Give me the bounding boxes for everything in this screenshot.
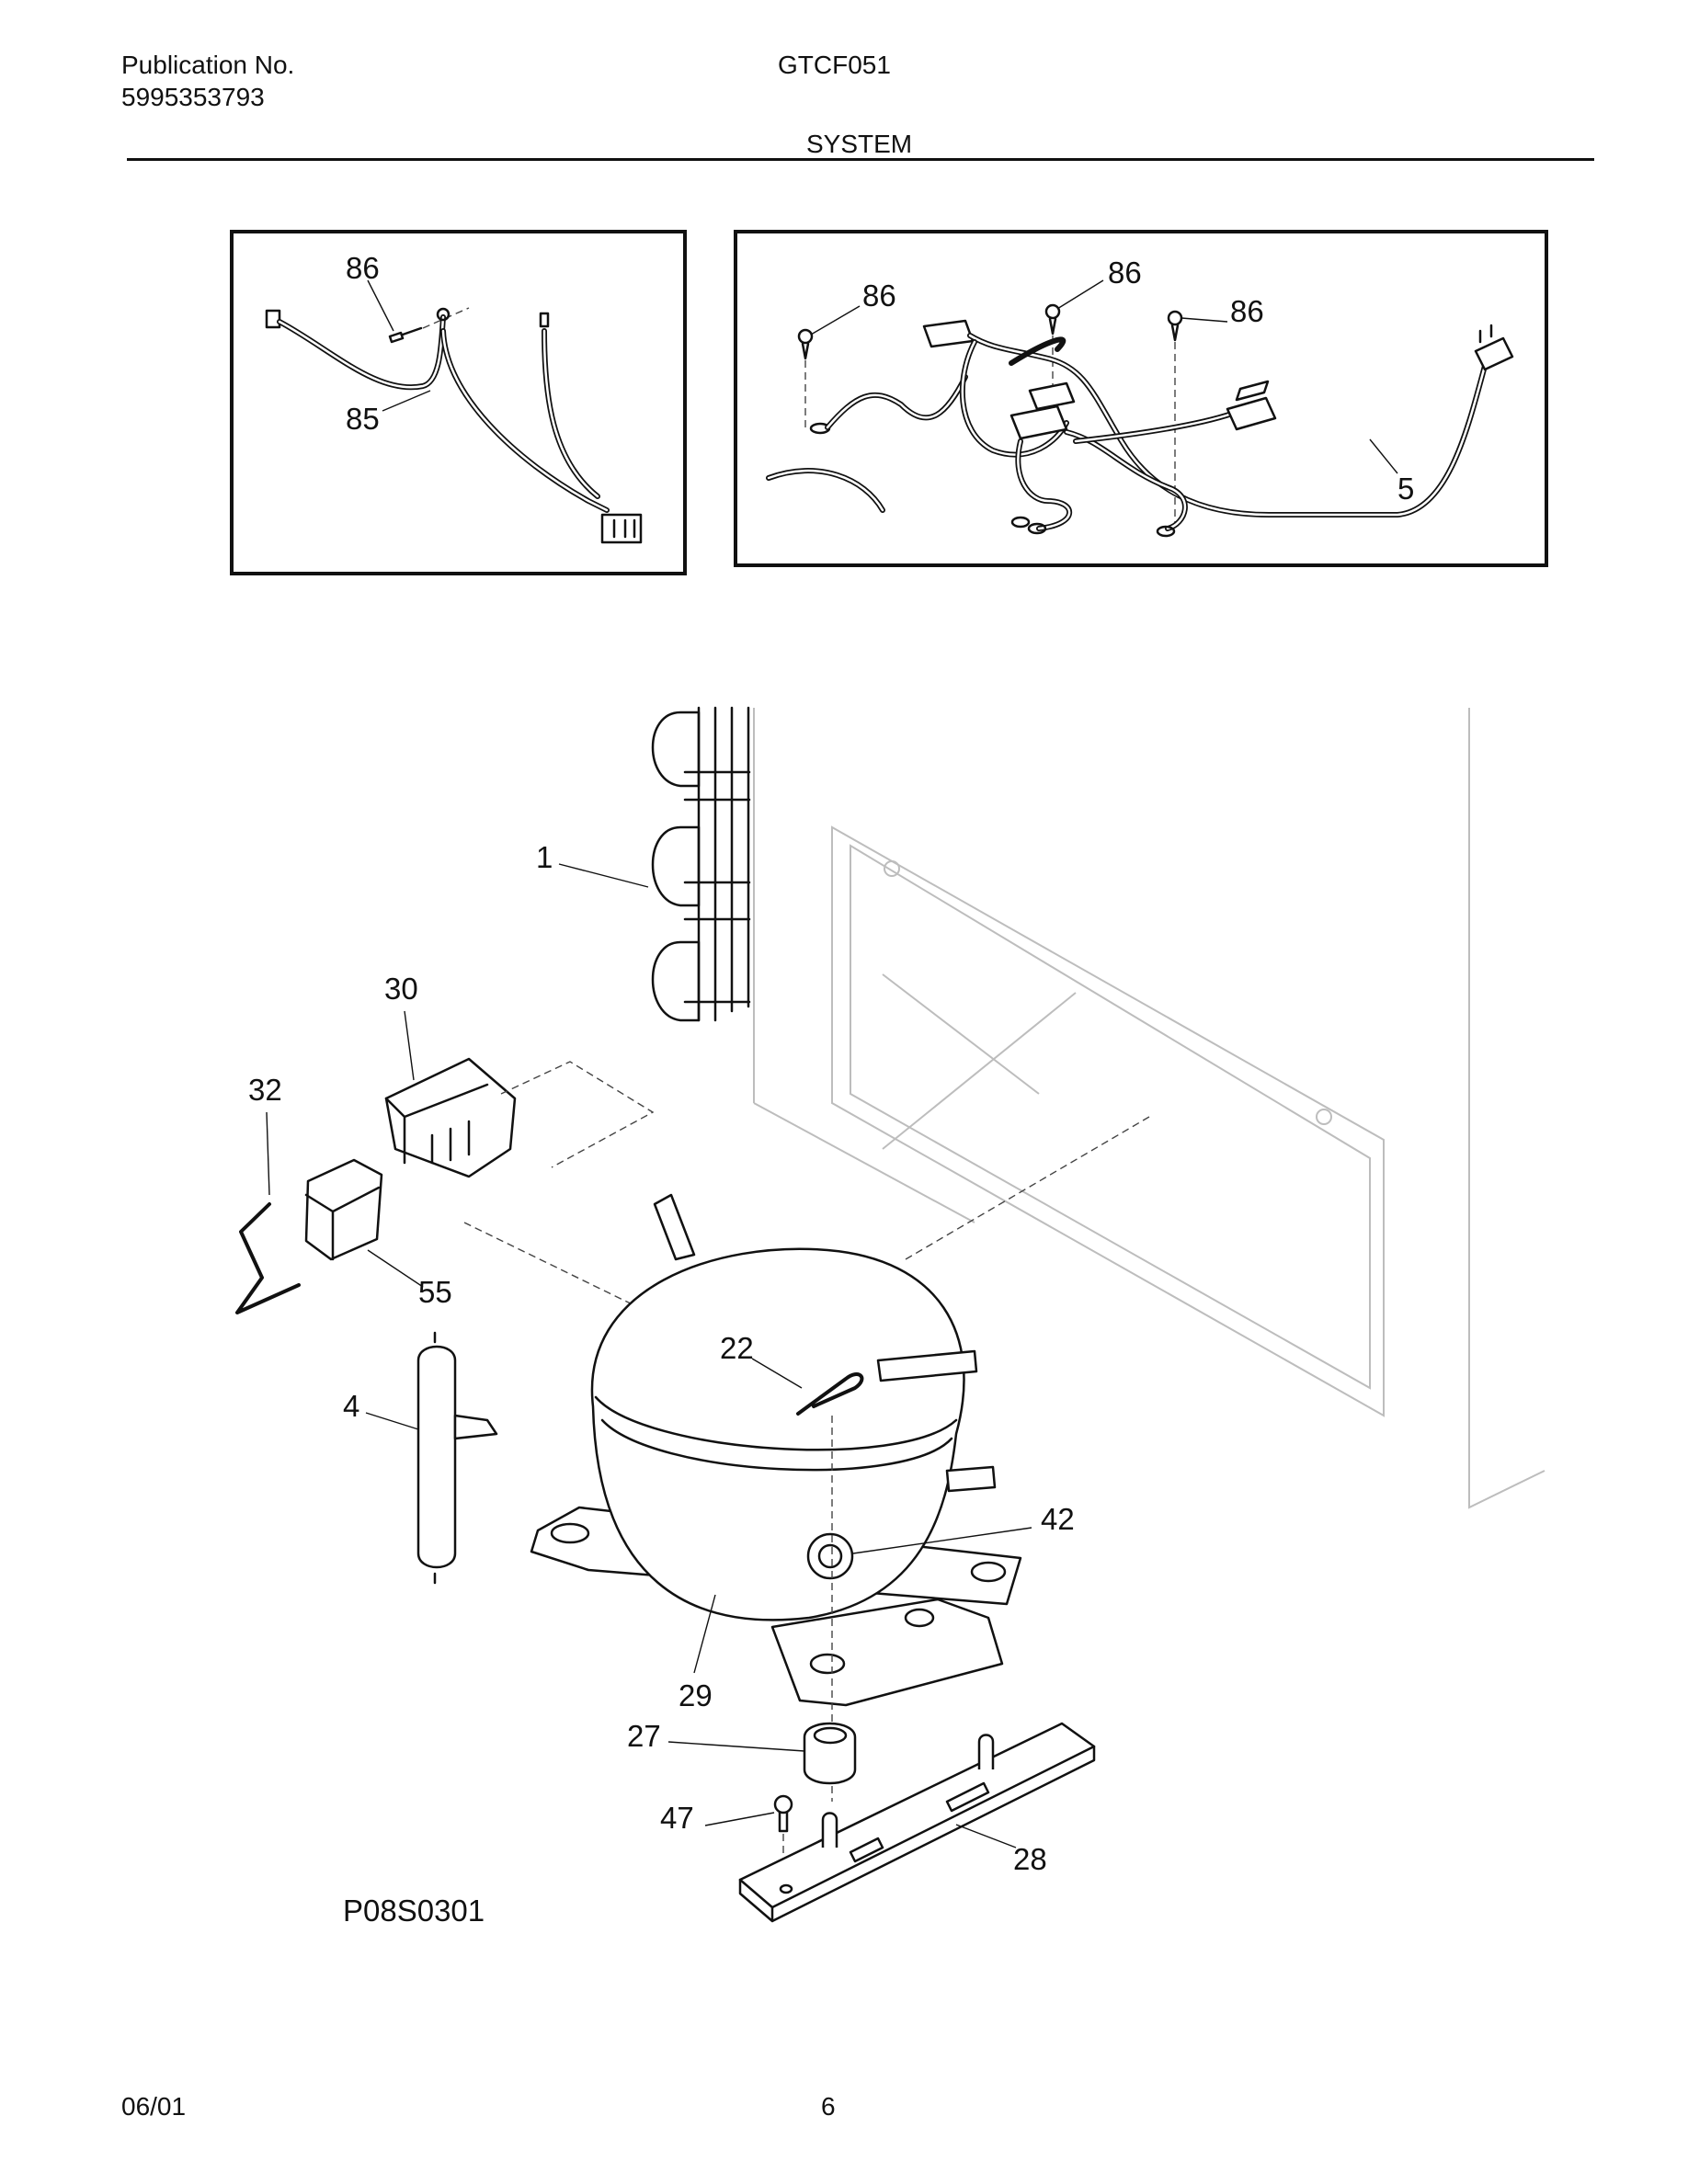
callout-22: 22	[720, 1331, 754, 1365]
screw-86-inset1	[388, 307, 470, 344]
publication-number: 5995353793	[121, 83, 265, 111]
callout-86-b: 86	[1108, 256, 1142, 290]
cabinet-outline	[753, 708, 1545, 1509]
callout-42: 42	[1041, 1502, 1075, 1536]
callout-30: 30	[384, 972, 418, 1006]
page-number: 6	[821, 2092, 836, 2121]
relay-cover	[384, 1057, 517, 1178]
section-title: SYSTEM	[806, 130, 913, 158]
screw-86-b	[1044, 303, 1061, 432]
relay	[304, 1158, 383, 1261]
figure-code: P08S0301	[343, 1894, 485, 1928]
callout-29: 29	[679, 1678, 713, 1712]
harness-5	[766, 319, 1514, 538]
mounting-grommet	[803, 1722, 857, 1785]
wire-clip	[235, 1202, 301, 1314]
callout-86-a: 86	[862, 279, 896, 313]
callout-1: 1	[536, 840, 553, 874]
callout-85: 85	[346, 402, 380, 436]
footer-date: 06/01	[121, 2092, 187, 2121]
inset-harness-5: 86 86 86	[734, 230, 1548, 567]
callout-27: 27	[627, 1719, 661, 1753]
callout-86-inset1: 86	[346, 251, 380, 285]
callout-28: 28	[1013, 1842, 1047, 1876]
callout-5: 5	[1397, 472, 1414, 506]
inset-harness-85: 86 85	[230, 230, 687, 575]
callout-4: 4	[343, 1389, 359, 1423]
callout-32: 32	[248, 1073, 282, 1107]
callout-47: 47	[660, 1801, 694, 1835]
harness-85	[265, 307, 643, 544]
screw-86-a	[797, 328, 814, 432]
header-rule	[127, 158, 1594, 161]
filter-drier	[416, 1331, 498, 1585]
condenser-coil	[651, 706, 751, 1022]
model-number: GTCF051	[778, 51, 891, 79]
mounting-bracket	[738, 1722, 1096, 1923]
compressor-clip	[796, 1372, 864, 1416]
callout-86-c: 86	[1230, 294, 1264, 328]
publication-label: Publication No.	[121, 51, 295, 79]
callout-55: 55	[418, 1275, 452, 1309]
compressor	[530, 1193, 1022, 1707]
